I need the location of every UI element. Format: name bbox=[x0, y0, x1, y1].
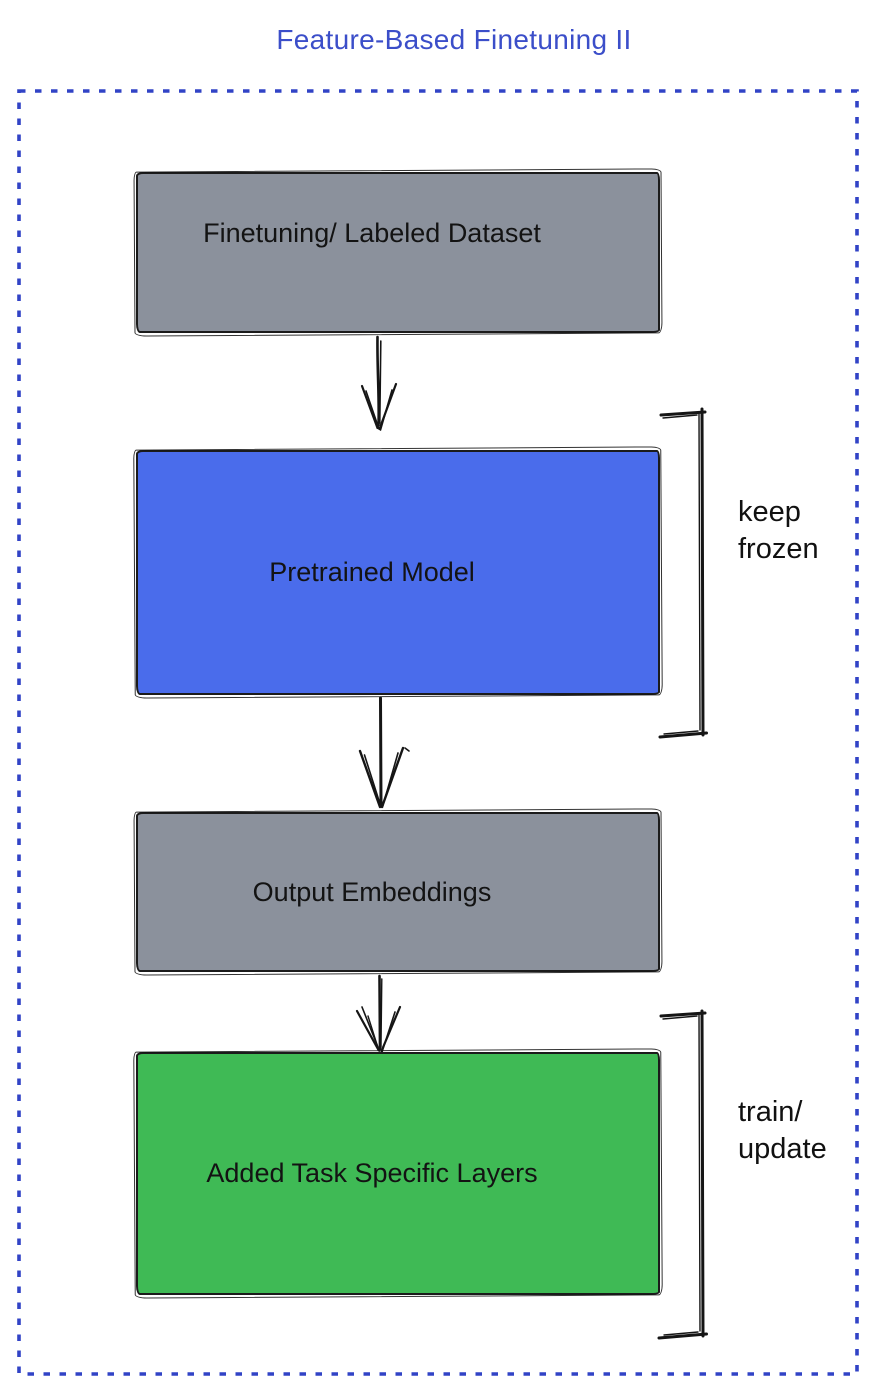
arrow-dataset-to-pretrained bbox=[360, 335, 398, 431]
node-label: Pretrained Model bbox=[269, 557, 475, 587]
diagram-title: Feature-Based Finetuning II bbox=[276, 24, 632, 55]
node-finetuning-labeled-dataset: Finetuning/ Labeled Dataset bbox=[136, 172, 660, 333]
node-label: Added Task Specific Layers bbox=[206, 1158, 538, 1188]
arrow-embeddings-to-tasklayers bbox=[355, 974, 402, 1053]
node-pretrained-model: Pretrained Model bbox=[136, 450, 660, 695]
annotation-line: train/ bbox=[738, 1096, 803, 1128]
annotation-line: update bbox=[738, 1133, 827, 1165]
node-label: Finetuning/ Labeled Dataset bbox=[203, 218, 541, 248]
annotation-keep-frozen: keep frozen bbox=[738, 494, 819, 568]
node-added-task-specific-layers: Added Task Specific Layers bbox=[136, 1052, 660, 1295]
bracket-train-update bbox=[657, 1009, 708, 1340]
annotation-line: keep bbox=[738, 496, 801, 528]
bracket-keep-frozen bbox=[658, 407, 708, 739]
annotation-line: frozen bbox=[738, 533, 819, 565]
node-label: Output Embeddings bbox=[252, 876, 492, 907]
node-output-embeddings: Output Embeddings bbox=[136, 812, 660, 972]
annotation-train-update: train/ update bbox=[738, 1094, 827, 1168]
arrow-pretrained-to-embeddings bbox=[358, 696, 410, 809]
